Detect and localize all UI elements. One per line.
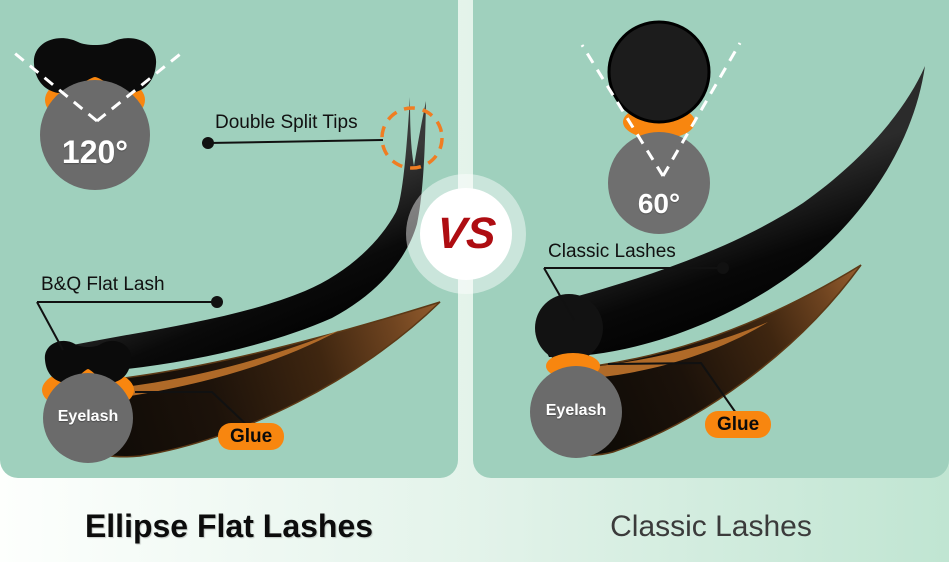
left-eyelash-label: Eyelash — [57, 408, 119, 425]
classic-lash-shape — [541, 66, 925, 358]
left-glue-badge: Glue — [218, 423, 285, 450]
right-angle-value: 60° — [637, 188, 681, 219]
right-panel: 60° Classic Lashes Eyelash Glue — [473, 0, 949, 478]
flat-lash-cross-section-large — [33, 38, 157, 93]
flat-lash-illustration — [11, 38, 444, 463]
angle-circle — [608, 132, 710, 234]
left-panel: 120° Double Split Tips B&Q Flat Lash Eye… — [0, 0, 458, 478]
right-eyelash-label: Eyelash — [545, 402, 607, 419]
glue-layer-shape — [98, 330, 340, 400]
right-footer-title: Classic Lashes — [610, 510, 812, 543]
angle-circle — [40, 80, 150, 190]
left-angle-value: 120° — [61, 134, 129, 170]
angle-dashed-line-right — [661, 42, 742, 177]
left-lash-name-label: B&Q Flat Lash — [41, 274, 165, 295]
eyelash-circle — [530, 366, 622, 458]
right-glue-badge: Glue — [705, 411, 772, 438]
classic-cross-section-large — [607, 20, 711, 124]
glue-pointer-line — [135, 391, 251, 429]
classic-lash-cross-section — [535, 294, 603, 362]
lash-name-pointer-dot — [717, 262, 729, 274]
split-tips-pointer-line — [207, 139, 384, 144]
vs-badge: VS — [420, 188, 512, 280]
angle-dashed-line-left — [580, 44, 665, 177]
split-tips-highlight-circle-icon — [380, 106, 444, 170]
classic-lash-illustration — [530, 20, 925, 458]
lash-name-pointer-diagonal — [36, 301, 64, 351]
eyelash-circle — [43, 373, 133, 463]
lash-name-pointer-diagonal — [543, 267, 575, 321]
lash-name-pointer-dot — [211, 296, 223, 308]
vs-label: VS — [434, 209, 498, 258]
flat-lash-cross-section — [44, 340, 132, 383]
vs-badge-halo: VS — [406, 174, 526, 294]
left-footer-title: Ellipse Flat Lashes — [84, 508, 374, 544]
right-lash-name-label: Classic Lashes — [548, 241, 676, 262]
flat-lash-shape — [57, 97, 426, 373]
glue-pointer-line — [607, 361, 737, 414]
split-tips-label: Double Split Tips — [215, 112, 358, 133]
